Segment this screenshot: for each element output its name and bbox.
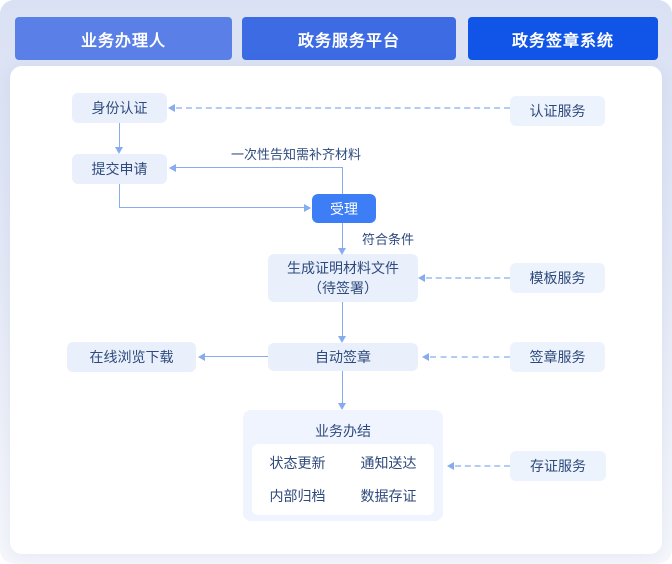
- lane-header-platform: 政务服务平台: [242, 17, 456, 60]
- node-generate-line2: （待签署）: [308, 280, 378, 296]
- service-evidence: 存证服务: [510, 451, 606, 481]
- arrow-autosign-to-browse-head: [198, 353, 205, 361]
- arrow-autosign-to-completion-line: [342, 371, 343, 404]
- arrow-identity-to-submit-line: [119, 123, 120, 148]
- edge-label-notice: 一次性告知需补齐材料: [230, 147, 361, 162]
- service-template: 模板服务: [510, 263, 605, 293]
- arrow-template-service-line: [426, 277, 510, 279]
- arrow-template-service-head: [418, 274, 425, 282]
- arrow-submit-to-accept-vertical: [119, 184, 120, 208]
- lane-header-applicant: 业务办理人: [15, 17, 232, 60]
- arrow-accept-to-submit-horizontal: [176, 167, 343, 168]
- arrow-identity-to-submit-head: [115, 147, 123, 154]
- arrow-submit-to-accept-horizontal: [119, 207, 304, 208]
- arrow-evidence-service-line: [455, 465, 510, 467]
- arrow-accept-to-generate-head: [338, 248, 346, 255]
- node-online-browse-download: 在线浏览下载: [67, 342, 196, 372]
- arrow-submit-to-accept-head: [304, 204, 311, 212]
- arrow-generate-to-autosign-line: [342, 302, 343, 337]
- completion-item-status-update: 状态更新: [269, 455, 326, 472]
- node-generate-document: 生成证明材料文件 （待签署）: [268, 254, 418, 302]
- lane-header-signature-system: 政务签章系统: [468, 17, 658, 60]
- node-accept: 受理: [312, 194, 376, 223]
- completion-item-evidence: 数据存证: [360, 487, 417, 504]
- arrow-auth-service-line: [176, 107, 510, 109]
- arrow-sign-service-line: [430, 356, 510, 358]
- arrow-accept-to-generate-line: [342, 223, 343, 249]
- arrow-autosign-to-browse-line: [205, 356, 268, 357]
- completion-title: 业务办结: [315, 423, 371, 439]
- node-auto-sign: 自动签章: [268, 343, 418, 371]
- completion-item-archive: 内部归档: [269, 487, 326, 504]
- node-completion: 业务办结 状态更新 通知送达 内部归档 数据存证: [243, 410, 443, 521]
- completion-item-notify: 通知送达: [360, 455, 417, 472]
- arrow-generate-to-autosign-head: [338, 336, 346, 343]
- arrow-accept-to-submit-vertical: [342, 168, 343, 194]
- completion-detail-card: 状态更新 通知送达 内部归档 数据存证: [252, 444, 434, 515]
- arrow-accept-to-submit-head: [169, 164, 176, 172]
- arrow-auth-service-head: [168, 104, 175, 112]
- arrow-autosign-to-completion-head: [338, 403, 346, 410]
- arrow-evidence-service-head: [447, 462, 454, 470]
- arrow-sign-service-head: [422, 353, 429, 361]
- service-sign: 签章服务: [510, 342, 605, 372]
- edge-label-condition: 符合条件: [362, 232, 415, 247]
- node-submit-application: 提交申请: [72, 154, 167, 184]
- node-generate-line1: 生成证明材料文件: [287, 260, 399, 276]
- service-auth: 认证服务: [510, 96, 605, 126]
- node-identity-auth: 身份认证: [72, 93, 167, 123]
